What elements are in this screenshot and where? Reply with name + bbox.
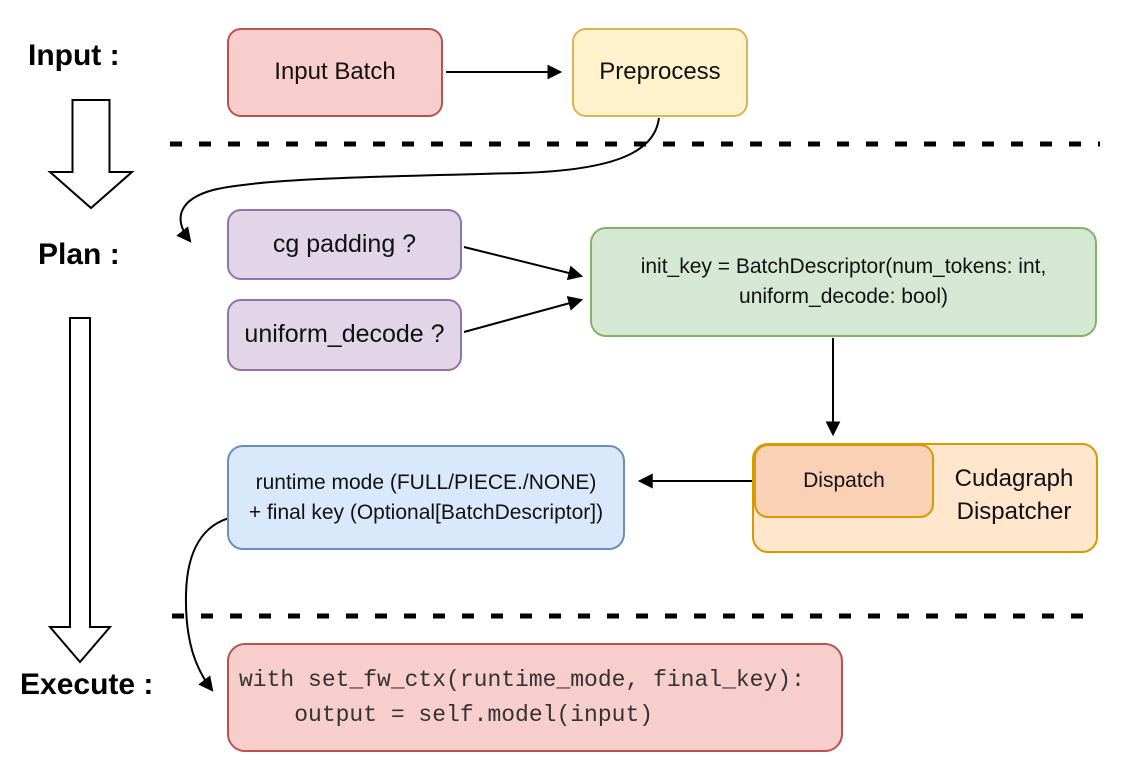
node-init-key: init_key = BatchDescriptor(num_tokens: i… <box>590 227 1097 337</box>
node-cg-padding: cg padding ? <box>227 209 462 280</box>
node-input-batch-label: Input Batch <box>274 58 396 86</box>
node-cudagraph-dispatcher-label: Cudagraph Dispatcher <box>930 462 1098 528</box>
node-uniform-decode: uniform_decode ? <box>227 299 462 371</box>
node-uniform-decode-label: uniform_decode ? <box>244 320 445 349</box>
node-execute-code: with set_fw_ctx(runtime_mode, final_key)… <box>227 643 843 752</box>
node-dispatch-label: Dispatch <box>803 469 885 493</box>
node-preprocess: Preprocess <box>572 28 748 117</box>
node-runtime-mode: runtime mode (FULL/PIECE./NONE) + final … <box>227 445 625 550</box>
arrow-cgpadding-to-initkey-icon <box>463 246 584 281</box>
stage-label-execute: Execute : <box>20 668 154 701</box>
node-preprocess-label: Preprocess <box>599 58 721 86</box>
node-init-key-line1: init_key = BatchDescriptor(num_tokens: i… <box>640 255 1047 279</box>
node-cudagraph-dispatcher-line2: Dispatcher <box>956 498 1072 525</box>
node-dispatch: Dispatch <box>754 444 934 518</box>
node-input-batch: Input Batch <box>227 28 443 117</box>
node-runtime-mode-line1: runtime mode (FULL/PIECE./NONE) <box>255 470 597 494</box>
node-cudagraph-dispatcher-line1: Cudagraph <box>954 465 1074 492</box>
node-cg-padding-label: cg padding ? <box>272 229 417 258</box>
node-init-key-line2: uniform_decode: bool) <box>739 285 948 308</box>
stage-arrow-input-to-plan-icon <box>47 99 135 210</box>
stage-label-plan: Plan : <box>38 238 120 271</box>
arrow-uniformdecode-to-initkey-icon <box>463 296 584 333</box>
stage-arrow-plan-to-execute-icon <box>47 317 113 664</box>
node-execute-code-line2: output = self.model(input) <box>239 701 654 728</box>
node-execute-code-line1: with set_fw_ctx(runtime_mode, final_key)… <box>239 666 805 693</box>
stage-label-input: Input : <box>28 39 120 72</box>
arrow-runtimemode-to-execute-icon <box>184 516 234 692</box>
node-runtime-mode-line2: + final key (Optional[BatchDescriptor]) <box>248 500 604 524</box>
